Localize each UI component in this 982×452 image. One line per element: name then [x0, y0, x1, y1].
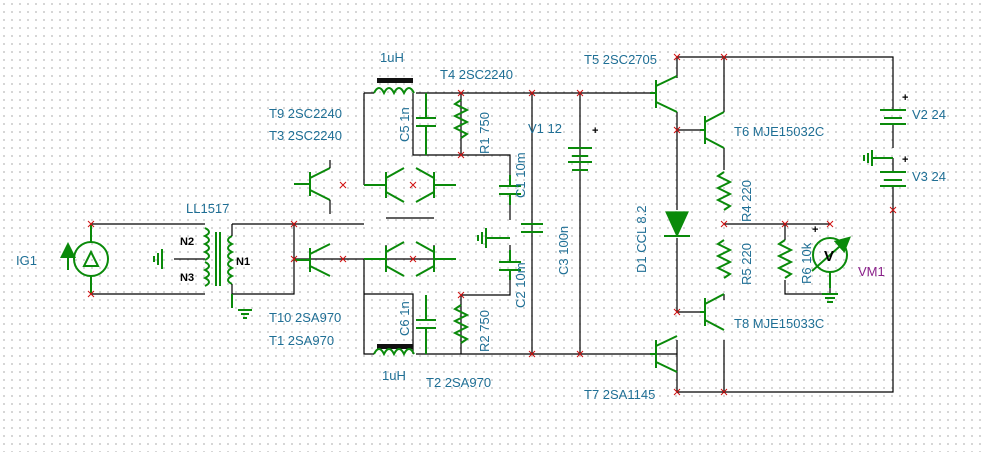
- t9-transistor[interactable]: [294, 160, 331, 214]
- d1-diode[interactable]: [664, 211, 690, 238]
- r5-label: R5 220: [739, 243, 754, 285]
- c6-capacitor[interactable]: [416, 295, 436, 354]
- r5-resistor[interactable]: [715, 239, 733, 279]
- t4-transistor[interactable]: [415, 167, 456, 203]
- c3-capacitor[interactable]: [521, 223, 543, 233]
- t1-transistor[interactable]: [364, 241, 405, 277]
- v3-battery[interactable]: [880, 171, 906, 187]
- inductor-top[interactable]: [373, 78, 415, 96]
- c1-label: C1 10m: [513, 152, 528, 198]
- t9-label: T9 2SC2240: [269, 106, 342, 121]
- t8-label: T8 MJE15033C: [734, 316, 824, 331]
- v3-plus: +: [902, 154, 908, 166]
- c5-label: C5 1n: [397, 107, 412, 142]
- t4-label: T4 2SC2240: [440, 67, 513, 82]
- v2-battery[interactable]: [880, 109, 906, 125]
- vm1-symbol: V: [824, 248, 834, 265]
- n3-label: N3: [180, 272, 194, 284]
- ground-mid: [477, 228, 510, 248]
- t7-transistor[interactable]: [650, 335, 678, 373]
- t5-label: T5 2SC2705: [584, 52, 657, 67]
- inductor-top-label: 1uH: [380, 50, 404, 65]
- c5-capacitor[interactable]: [416, 93, 436, 155]
- r1-label: R1 750: [477, 112, 492, 154]
- t3-transistor[interactable]: [364, 167, 405, 203]
- v1-label: V1 12: [528, 121, 562, 136]
- vm1-plus: +: [812, 224, 818, 236]
- t10-label: T10 2SA970: [269, 310, 341, 325]
- r2-label: R2 750: [477, 310, 492, 352]
- r1-resistor[interactable]: [452, 99, 470, 139]
- ground-symbol: [153, 249, 163, 269]
- v1-plus: +: [592, 125, 598, 137]
- t5-transistor[interactable]: [650, 75, 678, 113]
- ig1-label: IG1: [16, 253, 37, 268]
- t2-transistor[interactable]: [415, 241, 456, 277]
- r2-resistor[interactable]: [452, 304, 470, 344]
- r6-label: R6 10k: [799, 242, 814, 284]
- ig1-source[interactable]: [60, 224, 109, 294]
- c3-label: C3 100n: [556, 226, 571, 275]
- inductor-bottom[interactable]: [373, 344, 415, 357]
- t2-label: T2 2SA970: [426, 375, 491, 390]
- t6-transistor[interactable]: [700, 111, 725, 149]
- d1-label: D1 CCL 8.2: [634, 206, 649, 273]
- t7-label: T7 2SA1145: [584, 387, 655, 402]
- v1-battery[interactable]: [568, 147, 592, 171]
- t1-label: T1 2SA970: [269, 333, 334, 348]
- c2-capacitor[interactable]: [499, 250, 521, 280]
- ll1517-transformer[interactable]: [194, 223, 252, 319]
- n1-label: N1: [236, 256, 250, 268]
- vm1-label: VM1: [858, 264, 885, 279]
- c2-label: C2 10m: [513, 262, 528, 308]
- t10-transistor[interactable]: [294, 243, 331, 277]
- r6-resistor[interactable]: [776, 239, 794, 279]
- n2-label: N2: [180, 236, 194, 248]
- wires: [91, 56, 894, 393]
- ground-right: [863, 150, 893, 166]
- inductor-bottom-label: 1uH: [382, 368, 406, 383]
- t8-transistor[interactable]: [700, 293, 725, 331]
- t6-label: T6 MJE15032C: [734, 124, 824, 139]
- r4-resistor[interactable]: [715, 171, 733, 211]
- v3-label: V3 24: [912, 169, 946, 184]
- c6-label: C6 1n: [397, 301, 412, 336]
- c1-capacitor[interactable]: [499, 175, 521, 205]
- v2-label: V2 24: [912, 107, 946, 122]
- junction-marks: [87, 53, 897, 396]
- v2-plus: +: [902, 92, 908, 104]
- r4-label: R4 220: [739, 180, 754, 222]
- t3-label: T3 2SC2240: [269, 128, 342, 143]
- ll1517-label: LL1517: [186, 201, 229, 216]
- vm1-voltmeter[interactable]: [811, 236, 851, 303]
